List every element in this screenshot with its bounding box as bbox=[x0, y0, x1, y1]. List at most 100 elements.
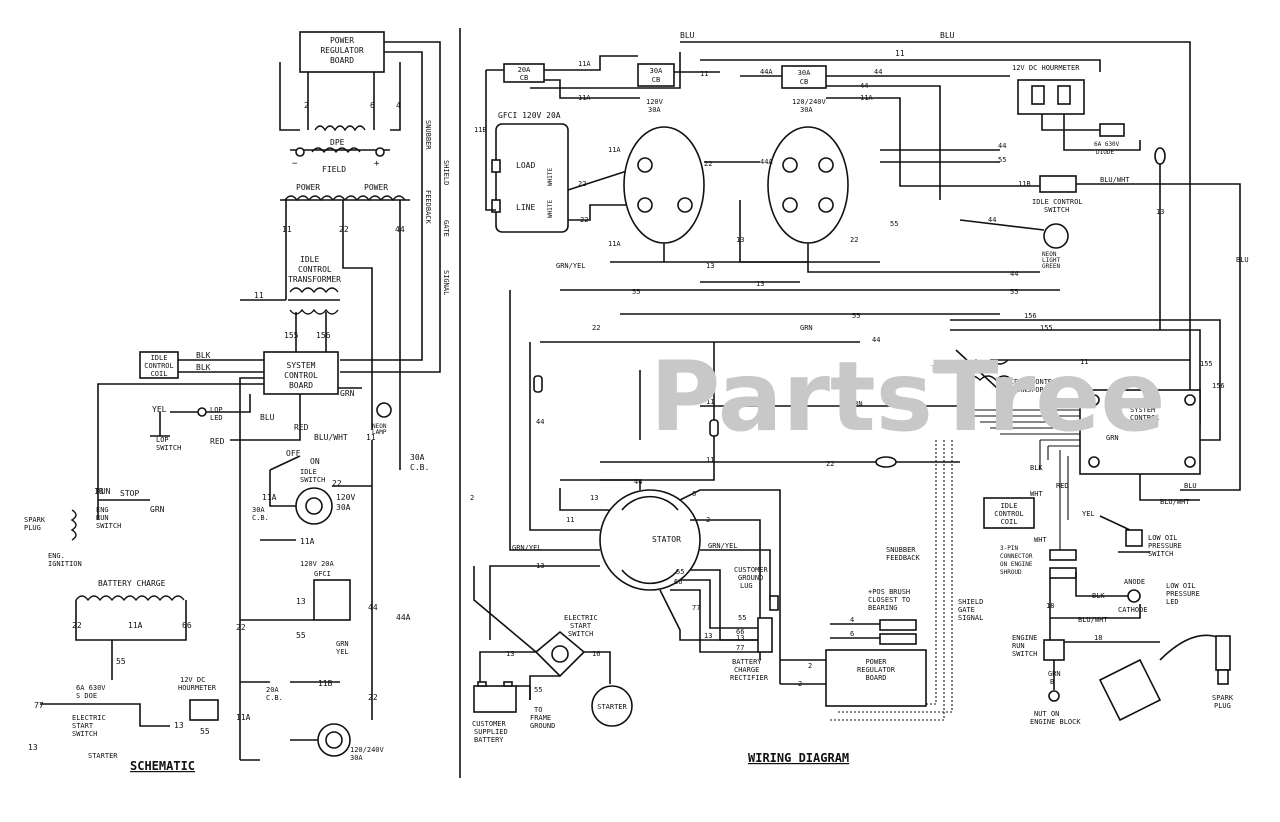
svg-text:LOP: LOP bbox=[210, 406, 223, 414]
svg-text:30A: 30A bbox=[336, 503, 351, 512]
svg-text:11B: 11B bbox=[474, 126, 487, 134]
svg-text:30A: 30A bbox=[798, 69, 811, 77]
svg-text:22: 22 bbox=[704, 160, 712, 168]
svg-text:GRN/YEL: GRN/YEL bbox=[708, 542, 738, 550]
svg-text:22: 22 bbox=[368, 693, 378, 702]
svg-text:YEL: YEL bbox=[336, 648, 349, 656]
svg-text:SUPPLIED: SUPPLIED bbox=[474, 728, 508, 736]
svg-text:CB: CB bbox=[800, 78, 808, 86]
svg-text:ELECTRIC: ELECTRIC bbox=[72, 714, 106, 722]
svg-text:NEON: NEON bbox=[1042, 251, 1057, 258]
svg-text:13: 13 bbox=[756, 280, 764, 288]
svg-text:CLOSEST TO: CLOSEST TO bbox=[868, 596, 910, 604]
svg-text:66: 66 bbox=[182, 621, 192, 630]
svg-text:GRN/YEL: GRN/YEL bbox=[512, 544, 542, 552]
svg-text:22: 22 bbox=[592, 324, 600, 332]
svg-text:LED: LED bbox=[210, 414, 223, 422]
svg-text:12V DC: 12V DC bbox=[180, 676, 205, 684]
svg-text:FRAME: FRAME bbox=[530, 714, 551, 722]
svg-text:30A: 30A bbox=[252, 506, 265, 514]
svg-text:RUN: RUN bbox=[96, 514, 109, 522]
svg-text:SWITCH: SWITCH bbox=[300, 476, 325, 484]
wiring-ignition-module bbox=[1098, 658, 1162, 722]
wiring-neon-light bbox=[1043, 223, 1069, 249]
schematic-title: SCHEMATIC bbox=[130, 759, 195, 773]
svg-text:ENG.: ENG. bbox=[48, 552, 65, 560]
svg-text:155: 155 bbox=[1040, 324, 1053, 332]
svg-text:44: 44 bbox=[872, 336, 880, 344]
svg-text:13: 13 bbox=[28, 743, 38, 752]
svg-text:30A: 30A bbox=[800, 106, 813, 114]
svg-text:SWITCH: SWITCH bbox=[1044, 206, 1069, 214]
svg-text:ON: ON bbox=[310, 457, 320, 466]
svg-text:SYSTEM: SYSTEM bbox=[1130, 406, 1155, 414]
svg-text:SHIELD: SHIELD bbox=[442, 160, 450, 185]
svg-text:IDLE: IDLE bbox=[1001, 502, 1018, 510]
svg-text:11A: 11A bbox=[578, 60, 591, 68]
svg-text:CONTROL: CONTROL bbox=[994, 510, 1024, 518]
svg-text:CATHODE: CATHODE bbox=[1118, 606, 1148, 614]
wiring-system-control-board bbox=[1079, 389, 1201, 475]
svg-text:SHROUD: SHROUD bbox=[1000, 569, 1022, 576]
svg-text:20A: 20A bbox=[518, 66, 531, 74]
svg-text:11A: 11A bbox=[300, 537, 315, 546]
svg-text:BOARD: BOARD bbox=[289, 381, 313, 390]
svg-text:GRN: GRN bbox=[800, 324, 813, 332]
svg-text:66: 66 bbox=[736, 628, 744, 636]
svg-text:−: − bbox=[292, 159, 298, 169]
svg-text:PRESSURE: PRESSURE bbox=[1148, 542, 1182, 550]
svg-text:HOURMETER: HOURMETER bbox=[178, 684, 217, 692]
svg-text:LOW OIL: LOW OIL bbox=[1166, 582, 1196, 590]
svg-text:11: 11 bbox=[700, 70, 708, 78]
wiring-idle-control-coil bbox=[983, 497, 1035, 529]
svg-text:11: 11 bbox=[254, 291, 264, 300]
svg-text:GATE: GATE bbox=[442, 220, 450, 237]
svg-text:22: 22 bbox=[826, 460, 834, 468]
svg-text:156: 156 bbox=[1024, 312, 1037, 320]
svg-text:LED: LED bbox=[1166, 598, 1179, 606]
wiring-120-240v-receptacle bbox=[767, 126, 849, 244]
svg-text:55: 55 bbox=[296, 631, 306, 640]
svg-text:55: 55 bbox=[998, 156, 1006, 164]
svg-text:SNUBBER: SNUBBER bbox=[886, 546, 916, 554]
svg-text:4: 4 bbox=[850, 616, 854, 624]
svg-text:WHT: WHT bbox=[1030, 490, 1043, 498]
svg-text:155: 155 bbox=[1200, 360, 1213, 368]
svg-text:CONTROL: CONTROL bbox=[144, 362, 174, 370]
wiring-customer-battery bbox=[473, 681, 517, 713]
wiring-idle-control-transformer bbox=[955, 349, 1013, 401]
svg-text:ENG: ENG bbox=[96, 506, 109, 514]
svg-text:13: 13 bbox=[590, 494, 598, 502]
svg-text:55: 55 bbox=[890, 220, 898, 228]
svg-text:22: 22 bbox=[580, 216, 588, 224]
svg-text:22: 22 bbox=[850, 236, 858, 244]
svg-text:BOARD: BOARD bbox=[865, 674, 886, 682]
svg-text:44: 44 bbox=[988, 216, 996, 224]
svg-text:11: 11 bbox=[282, 225, 292, 234]
sch-prb-label-2: REGULATOR bbox=[320, 46, 364, 55]
svg-text:GRN: GRN bbox=[336, 640, 349, 648]
svg-text:BLU/WHT: BLU/WHT bbox=[1078, 616, 1108, 624]
svg-text:12V DC HOURMETER: 12V DC HOURMETER bbox=[1012, 64, 1080, 72]
svg-text:11A: 11A bbox=[128, 621, 143, 630]
svg-text:18: 18 bbox=[1046, 602, 1054, 610]
svg-text:30A: 30A bbox=[350, 754, 363, 762]
svg-text:LAMP: LAMP bbox=[372, 429, 387, 436]
svg-text:RED: RED bbox=[210, 437, 225, 446]
svg-text:CB: CB bbox=[520, 74, 528, 82]
svg-text:ELECTRIC: ELECTRIC bbox=[564, 614, 598, 622]
svg-text:77: 77 bbox=[736, 644, 744, 652]
svg-text:120/240V: 120/240V bbox=[792, 98, 827, 106]
svg-text:RUN: RUN bbox=[1012, 642, 1025, 650]
svg-text:COIL: COIL bbox=[1001, 518, 1018, 526]
svg-text:22: 22 bbox=[578, 180, 586, 188]
svg-text:11: 11 bbox=[895, 49, 905, 58]
svg-text:GREEN: GREEN bbox=[1042, 263, 1060, 270]
wiring-stator bbox=[599, 489, 701, 591]
wiring-cb-30a-right bbox=[781, 65, 827, 89]
svg-text:11A: 11A bbox=[262, 493, 277, 502]
svg-text:66: 66 bbox=[674, 578, 682, 586]
svg-text:6: 6 bbox=[692, 490, 696, 498]
svg-text:C.B.: C.B. bbox=[410, 463, 429, 472]
svg-text:13: 13 bbox=[536, 562, 544, 570]
